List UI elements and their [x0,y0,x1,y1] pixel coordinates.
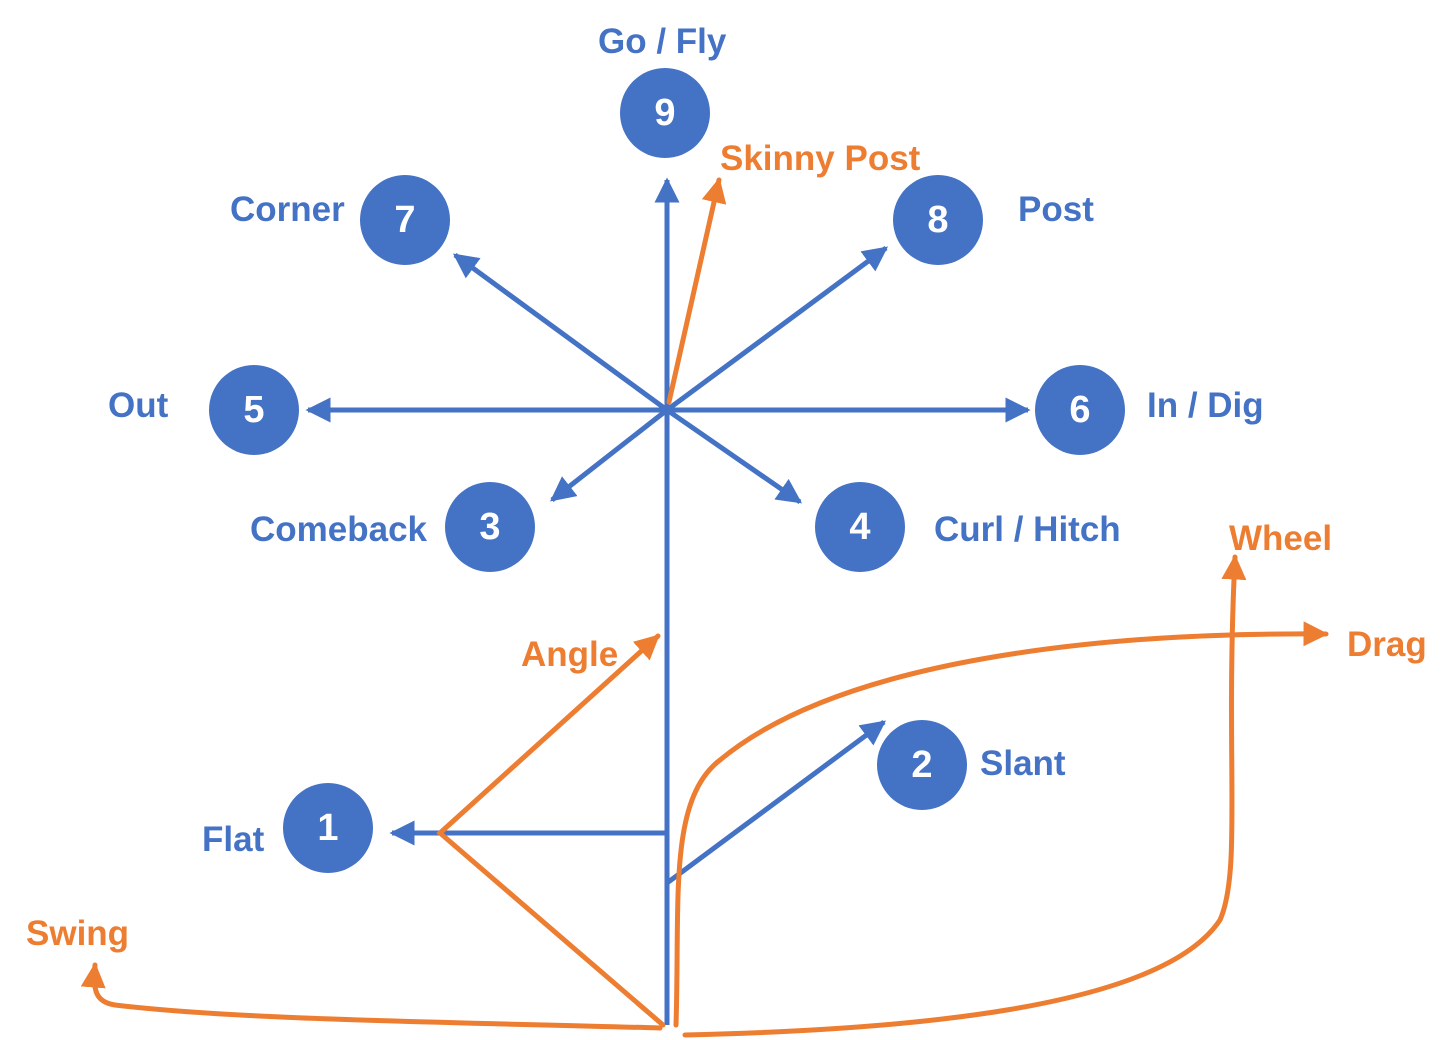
route-node-8: 8 [893,175,983,265]
drag-route [673,621,1329,1028]
route-label-4: Curl / Hitch [934,510,1121,549]
route-3-arrow [550,408,669,502]
route-7-arrow [452,252,669,413]
angle-route [436,633,666,1028]
route-number: 6 [1069,388,1091,431]
route-number: 2 [911,743,933,786]
route-node-3: 3 [445,482,535,572]
route-node-2: 2 [877,720,967,810]
route-label-9: Go / Fly [598,22,727,61]
route-4-arrow [665,407,803,505]
route-label-2: Slant [980,744,1066,783]
back-label-skinny-post: Skinny Post [720,139,921,178]
back-label-drag: Drag [1347,625,1427,664]
route-node-7: 7 [360,175,450,265]
route-number: 7 [394,198,416,241]
route-label-5: Out [108,386,169,425]
route-node-6: 6 [1035,365,1125,455]
route-label-7: Corner [230,190,345,229]
route-label-6: In / Dig [1147,386,1264,425]
route-node-1: 1 [283,783,373,873]
route-2-arrow [665,719,887,886]
back-label-wheel: Wheel [1229,519,1333,558]
back-label-swing: Swing [26,914,130,953]
route-label-3: Comeback [250,510,428,549]
route-number: 5 [243,388,265,431]
route-label-8: Post [1018,190,1094,229]
route-node-9: 9 [620,68,710,158]
wheel-route [682,554,1247,1038]
route-number: 8 [927,198,949,241]
route-number: 9 [654,91,676,134]
route-number: 1 [317,806,339,849]
route-number: 3 [479,505,501,548]
route-8-arrow [665,245,889,413]
route-number: 4 [849,505,871,548]
skinny-post-route [666,177,727,405]
back-label-angle: Angle [521,635,619,674]
route-node-4: 4 [815,482,905,572]
swing-route [80,962,663,1031]
route-label-1: Flat [202,820,265,859]
route-node-5: 5 [209,365,299,455]
